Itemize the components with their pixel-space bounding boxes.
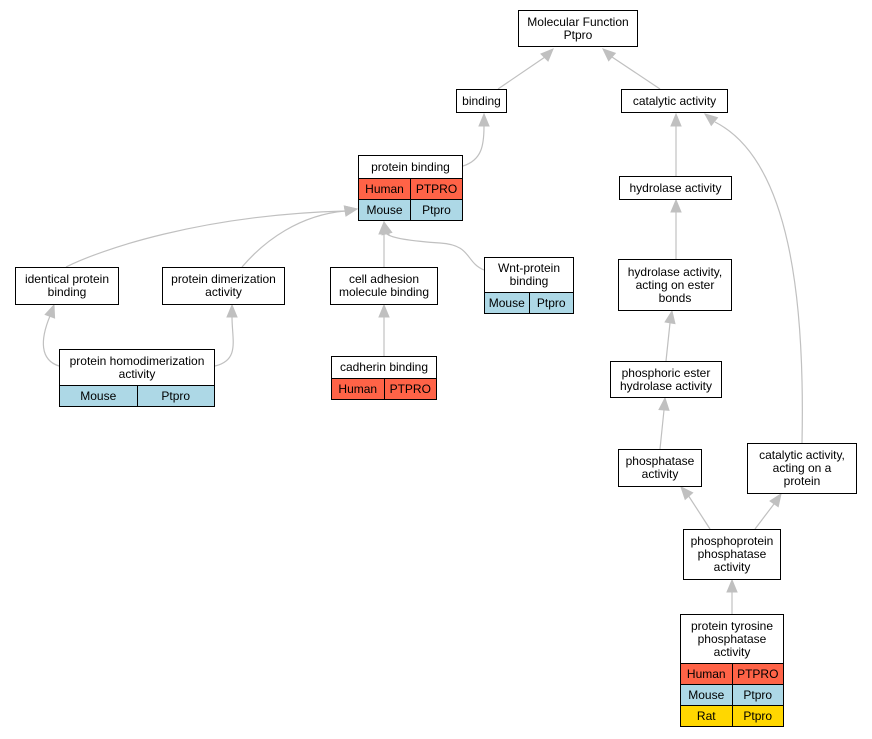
edge-catalytic-activity-to-molecular-function: [611, 56, 661, 90]
arrowhead-icon: [343, 205, 359, 217]
arrowhead-icon: [670, 198, 682, 213]
node-hydrolase-activity[interactable]: hydrolase activity: [619, 176, 732, 200]
gene-label[interactable]: Ptpro: [136, 386, 215, 406]
arrowhead-icon: [703, 113, 719, 127]
annotation-row-mouse: Mouse Ptpro: [359, 199, 462, 220]
arrowhead-icon: [658, 396, 670, 411]
arrowhead-icon: [726, 578, 738, 593]
edge-protein-homodimerization-activity-to-identical-protein-binding: [42, 315, 60, 367]
node-identical-protein-binding[interactable]: identical protein binding: [15, 267, 119, 305]
node-phosphatase-activity[interactable]: phosphatase activity: [618, 449, 702, 487]
node-label: hydrolase activity, acting on ester bond…: [627, 264, 723, 305]
edge-catalytic-activity-on-protein-to-catalytic-activity: [714, 121, 803, 444]
gene-label[interactable]: Ptpro: [731, 706, 784, 726]
species-label: Mouse: [80, 388, 117, 403]
arrowhead-icon: [478, 112, 490, 127]
edge-protein-binding-to-binding: [462, 125, 485, 167]
node-label: Wnt-protein binding: [497, 261, 561, 288]
edge-protein-homodimerization-activity-to-protein-dimerization-activity: [214, 316, 234, 367]
edge-protein-dimerization-activity-to-protein-binding: [241, 210, 346, 268]
arrowhead-icon: [226, 303, 238, 318]
node-label: catalytic activity, acting on a protein: [759, 448, 845, 488]
edge-binding-to-molecular-function: [497, 56, 546, 90]
species-label: Human: [365, 181, 404, 196]
species-label: Rat: [696, 708, 716, 723]
annotation-row-human: Human PTPRO: [681, 663, 783, 684]
node-label: binding: [462, 93, 501, 108]
annotation-row-mouse: Mouse Ptpro: [681, 684, 783, 705]
gene-label[interactable]: Ptpro: [410, 200, 462, 220]
edge-phosphoric-ester-hydrolase-activity-to-hydrolase-activity-ester-bonds: [665, 322, 671, 362]
node-label: catalytic activity: [632, 93, 717, 108]
node-label: cell adhesion molecule binding: [338, 272, 430, 299]
node-catalytic-activity-on-protein[interactable]: catalytic activity, acting on a protein: [747, 443, 857, 494]
edge-phosphoprotein-phosphatase-activity-to-phosphatase-activity: [687, 494, 711, 530]
species-label: Human: [338, 381, 378, 396]
arrowhead-icon: [664, 309, 676, 325]
node-catalytic-activity[interactable]: catalytic activity: [621, 89, 728, 113]
annotation-row-human: Human PTPRO: [332, 378, 436, 399]
node-label: protein homodimerization activity: [69, 353, 205, 381]
edge-phosphatase-activity-to-phosphoric-ester-hydrolase-activity: [659, 409, 665, 450]
species-label: Mouse: [488, 295, 525, 310]
annotation-row-human: Human PTPRO: [359, 178, 462, 199]
arrowhead-icon: [769, 492, 782, 508]
node-cell-adhesion-molecule-binding[interactable]: cell adhesion molecule binding: [330, 267, 438, 305]
node-label: phosphoric ester hydrolase activity: [619, 365, 713, 393]
arrowhead-icon: [44, 303, 56, 319]
node-label: phosphoprotein phosphatase activity: [690, 534, 774, 574]
arrowhead-icon: [378, 303, 390, 318]
gene-label[interactable]: Ptpro: [528, 293, 574, 313]
node-phosphoprotein-phosphatase-activity[interactable]: phosphoprotein phosphatase activity: [683, 529, 781, 580]
arrowhead-icon: [602, 48, 617, 62]
node-molecular-function[interactable]: Molecular Function Ptpro: [518, 10, 638, 47]
arrowhead-icon: [670, 112, 682, 127]
edge-wnt-protein-binding-to-protein-binding: [386, 233, 485, 271]
node-label: protein binding: [371, 159, 450, 174]
arrowhead-icon: [540, 48, 554, 62]
annotation-row-mouse: Mouse Ptpro: [60, 385, 214, 406]
species-label: Human: [686, 666, 726, 681]
arrowhead-icon: [680, 486, 694, 501]
edge-identical-protein-binding-to-protein-binding: [65, 210, 346, 268]
arrowhead-icon: [381, 220, 393, 236]
node-label: protein tyrosine phosphatase activity: [690, 618, 774, 659]
gene-label[interactable]: PTPRO: [383, 379, 437, 399]
node-protein-dimerization-activity[interactable]: protein dimerization activity: [162, 267, 285, 305]
species-label: Mouse: [688, 687, 725, 702]
node-label: protein dimerization activity: [171, 272, 276, 299]
node-label: hydrolase activity: [629, 180, 722, 195]
node-phosphoric-ester-hydrolase-activity[interactable]: phosphoric ester hydrolase activity: [610, 361, 722, 398]
species-label: Mouse: [366, 202, 403, 217]
gene-label[interactable]: Ptpro: [731, 685, 784, 705]
edge-phosphoprotein-phosphatase-activity-to-catalytic-activity-on-protein: [754, 503, 775, 530]
node-label: cadherin binding: [339, 360, 429, 374]
node-label: Molecular Function Ptpro: [527, 14, 629, 42]
node-binding[interactable]: binding: [456, 89, 507, 113]
node-label: phosphatase activity: [625, 454, 695, 481]
gene-label[interactable]: PTPRO: [731, 664, 784, 684]
node-label: identical protein binding: [24, 272, 110, 299]
node-hydrolase-activity-ester-bonds[interactable]: hydrolase activity, acting on ester bond…: [618, 259, 732, 311]
annotation-row-rat: Rat Ptpro: [681, 705, 783, 726]
gene-label[interactable]: PTPRO: [410, 179, 462, 199]
